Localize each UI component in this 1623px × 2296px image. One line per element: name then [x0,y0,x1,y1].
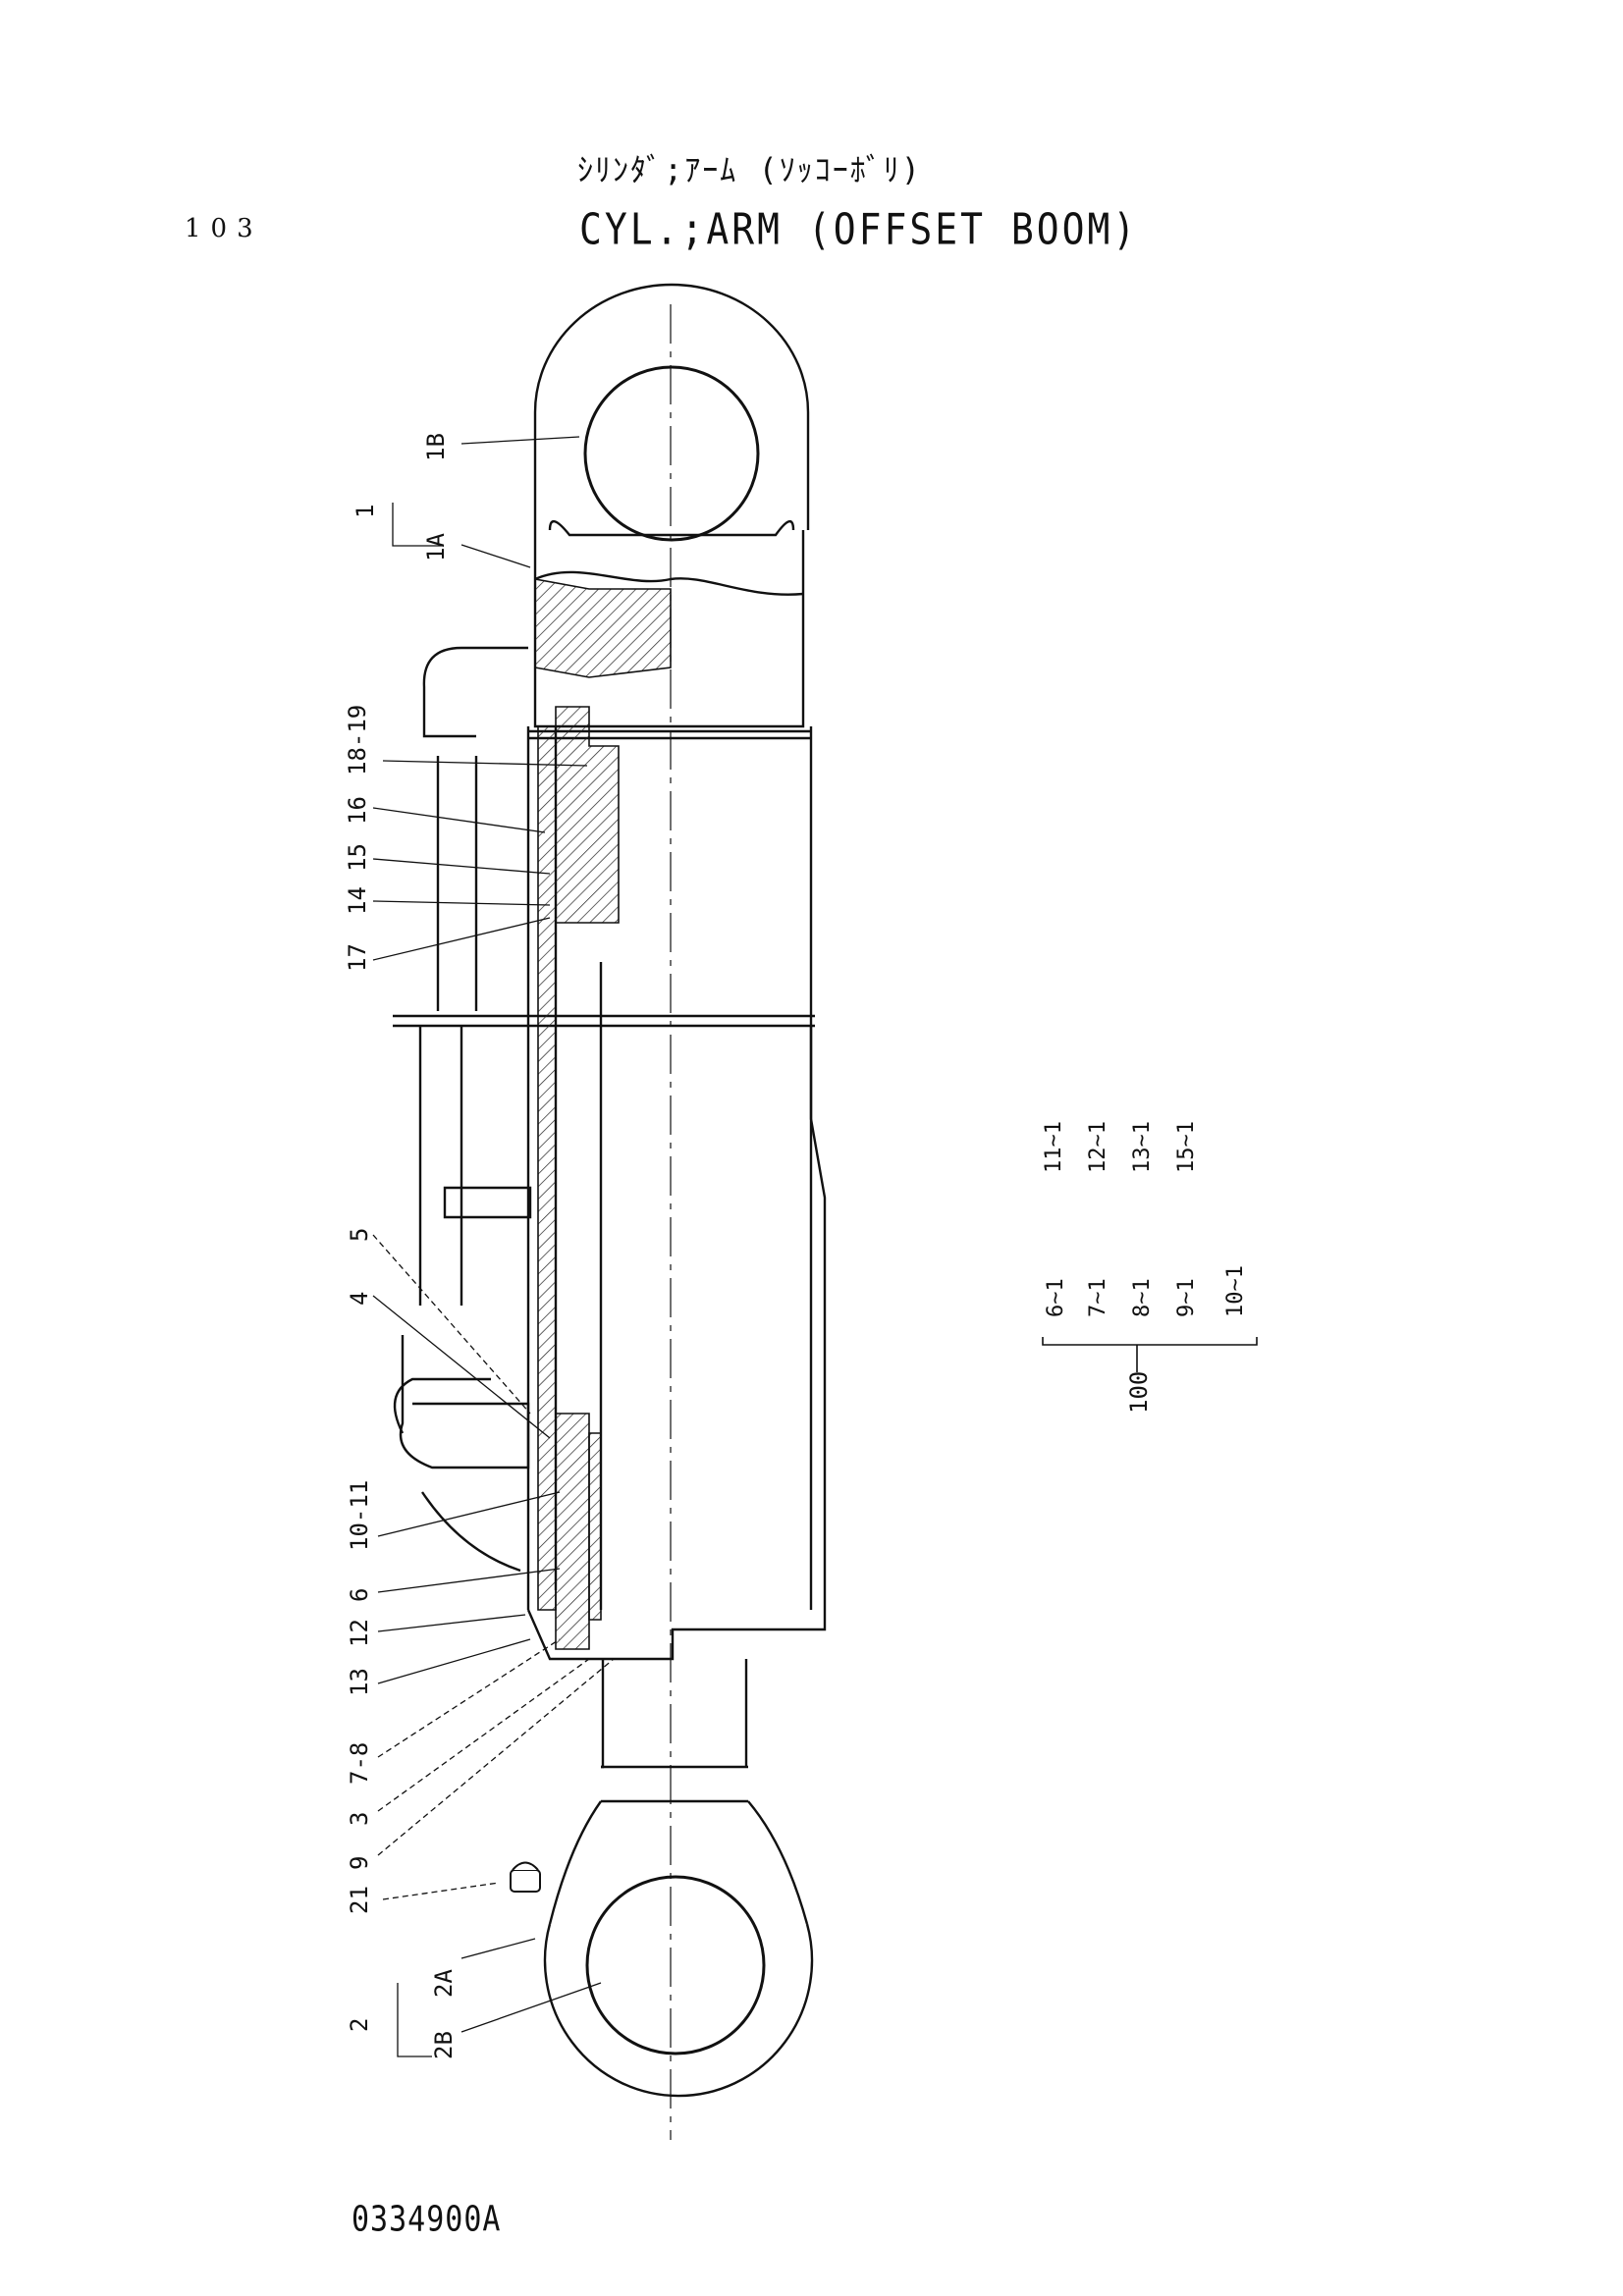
kit-row1-4: 15~1 [1174,1121,1199,1173]
callout-2a: 2A [430,1969,458,1998]
callout-5: 5 [346,1228,373,1242]
page-number: 103 [185,214,263,243]
kit-labels: 11~1 12~1 13~1 15~1 6~1 7~1 8~1 9~1 10~1… [1042,1121,1248,1414]
bottom-eye-outline [543,1923,814,2098]
kit-row1-3: 13~1 [1130,1121,1155,1173]
callout-13: 13 [346,1668,373,1696]
callout-18-19: 18-19 [344,705,371,775]
rod-eye-taper-left [548,1800,602,1925]
head-neck [534,570,804,596]
callout-21: 21 [346,1886,373,1914]
callout-10-11: 10-11 [346,1480,373,1551]
callout-1: 1 [352,505,379,518]
title-english: CYL.;ARM (OFFSET BOOM) [579,204,1139,254]
callout-6: 6 [346,1588,373,1602]
rod-gland [526,1609,827,1661]
callout-17: 17 [344,943,371,972]
pipe-clamp [443,1186,532,1219]
top-eye-bore [583,365,760,542]
pipe-upper-bend [422,646,528,738]
pipe-elbow-lower [393,1377,491,1434]
leader-lines [372,436,615,2057]
kit-row2-4: 9~1 [1174,1278,1199,1317]
callout-1b: 1B [422,433,450,461]
kit-row2-5: 10~1 [1223,1265,1248,1317]
tube-wall-hatch [537,725,557,1611]
bottom-eye-bore [585,1875,766,2056]
rod-neck [601,1659,605,1769]
callout-15: 15 [344,843,371,872]
grease-nipple-icon [510,1861,541,1893]
kit-row2-2: 7~1 [1086,1278,1110,1317]
kit-assembly: 100 [1125,1371,1153,1414]
callout-1a: 1A [422,533,450,561]
kit-row1-2: 12~1 [1086,1121,1110,1173]
callout-12: 12 [346,1619,373,1647]
kit-bracket [1042,1337,1258,1372]
callout-4: 4 [346,1292,373,1306]
kit-row2-1: 6~1 [1044,1278,1068,1317]
callout-2: 2 [346,2018,373,2032]
top-eye-recess [548,520,795,537]
callout-2b: 2B [430,2031,458,2059]
hatched-sections [534,578,672,1650]
rod-eye-taper-right [747,1800,809,1925]
callout-labels: 1B 1 1A 18-19 16 15 14 17 5 4 10-11 6 12… [344,433,458,2059]
callout-9: 9 [346,1856,373,1870]
barrel-step [809,1026,827,1615]
gland-inner-hatch [588,1432,602,1621]
callout-3: 3 [346,1812,373,1826]
title-japanese: ｼﾘﾝﾀﾞ;ｱｰﾑ (ｿｯｺｰﾎﾞﾘ) [577,151,923,188]
kit-row1-1: 11~1 [1042,1121,1066,1173]
drawing-number: 0334900A [352,2199,502,2240]
kit-row2-3: 8~1 [1130,1278,1155,1317]
head-hatch [534,578,672,678]
callout-7-8: 7-8 [346,1742,373,1785]
cylinder-outline [393,283,827,2140]
callout-14: 14 [344,886,371,915]
gland-hatch [555,1413,590,1650]
top-eye-outline [533,283,810,530]
callout-16: 16 [344,796,371,825]
pipe-lower-bend [399,1335,530,1469]
pipe-to-gland [421,1491,521,1573]
